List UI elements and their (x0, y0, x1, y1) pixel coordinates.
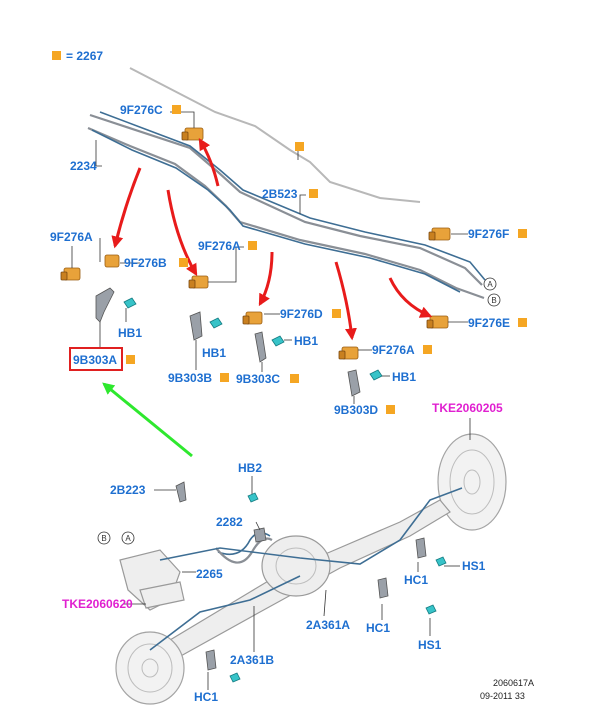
part-marker (172, 105, 181, 114)
lower-leader-lines (124, 418, 471, 690)
label-hc1-3: HC1 (194, 690, 218, 704)
label-9f276e: 9F276E (468, 316, 510, 330)
label-2b223: 2B223 (110, 483, 146, 497)
bracket-9b303b (189, 311, 223, 341)
label-hb1-2: HB1 (202, 346, 226, 360)
label-hs1-1: HS1 (462, 559, 486, 573)
svg-text:A: A (487, 280, 493, 289)
part-marker (295, 142, 304, 151)
label-hb2: HB2 (238, 461, 262, 475)
clip-9f276a-left (60, 267, 81, 281)
bracket-9b303c (254, 331, 285, 363)
red-arrows (111, 137, 433, 341)
part-marker (518, 229, 527, 238)
upper-leader-lines (71, 111, 468, 404)
part-marker (179, 258, 188, 267)
ref-circle-b-top (487, 293, 501, 307)
label-2a361a: 2A361A (306, 618, 350, 632)
ref-circle-a-top (483, 277, 497, 291)
clip-9f276a-center (188, 275, 209, 289)
label-2265: 2265 (196, 567, 223, 581)
ref-circle-a-bottom (121, 531, 135, 545)
label-9b303b: 9B303B (168, 371, 212, 385)
highlight-box (69, 347, 123, 371)
clip-9f276e (426, 315, 449, 329)
clip-9f276b (104, 254, 120, 268)
part-marker (386, 405, 395, 414)
part-marker (332, 309, 341, 318)
bracket-9b303a (95, 287, 137, 323)
rear-axle-assembly (115, 433, 507, 705)
clip-9f276c (181, 127, 204, 141)
label-2b523: 2B523 (262, 187, 298, 201)
footer-date: 09-2011 33 (480, 691, 525, 701)
label-hb1-3: HB1 (294, 334, 318, 348)
ref-circle-b-bottom (97, 531, 111, 545)
label-tke2060620: TKE2060620 (62, 597, 133, 611)
part-marker (290, 374, 299, 383)
label-hb1-1: HB1 (118, 326, 142, 340)
lower-parts (175, 481, 447, 683)
part-marker (248, 241, 257, 250)
label-9f276c: 9F276C (120, 103, 163, 117)
svg-text:B: B (101, 534, 106, 543)
label-9f276d: 9F276D (280, 307, 323, 321)
part-marker (126, 355, 135, 364)
bracket-9b303d (347, 369, 383, 397)
part-marker (518, 318, 527, 327)
label-9f276f: 9F276F (468, 227, 509, 241)
clip-9f276a-right (338, 346, 359, 360)
clip-9f276d (242, 311, 263, 325)
label-hc1-2: HC1 (366, 621, 390, 635)
label-tke2060205: TKE2060205 (432, 401, 503, 415)
label-9b303a: 9B303A (73, 353, 117, 367)
part-marker (309, 189, 318, 198)
part-marker (220, 373, 229, 382)
label-2282: 2282 (216, 515, 243, 529)
label-2234: 2234 (70, 159, 97, 173)
green-arrow (102, 382, 193, 458)
label-2a361b: 2A361B (230, 653, 274, 667)
label-9b303d: 9B303D (334, 403, 378, 417)
part-marker (423, 345, 432, 354)
label-9f276a-3: 9F276A (372, 343, 415, 357)
label-9f276b: 9F276B (124, 256, 167, 270)
legend-swatch (52, 51, 61, 60)
label-9f276a-1: 9F276A (50, 230, 93, 244)
label-9b303c: 9B303C (236, 372, 280, 386)
label-9f276a-2: 9F276A (198, 239, 241, 253)
svg-text:A: A (125, 534, 131, 543)
label-hs1-2: HS1 (418, 638, 442, 652)
clip-9f276f (428, 227, 451, 241)
label-hc1-1: HC1 (404, 573, 428, 587)
upper-brake-tubes (87, 67, 486, 300)
label-hb1-4: HB1 (392, 370, 416, 384)
svg-text:B: B (491, 296, 496, 305)
legend-text: = 2267 (66, 49, 103, 63)
footer-code: 2060617A (493, 678, 534, 688)
